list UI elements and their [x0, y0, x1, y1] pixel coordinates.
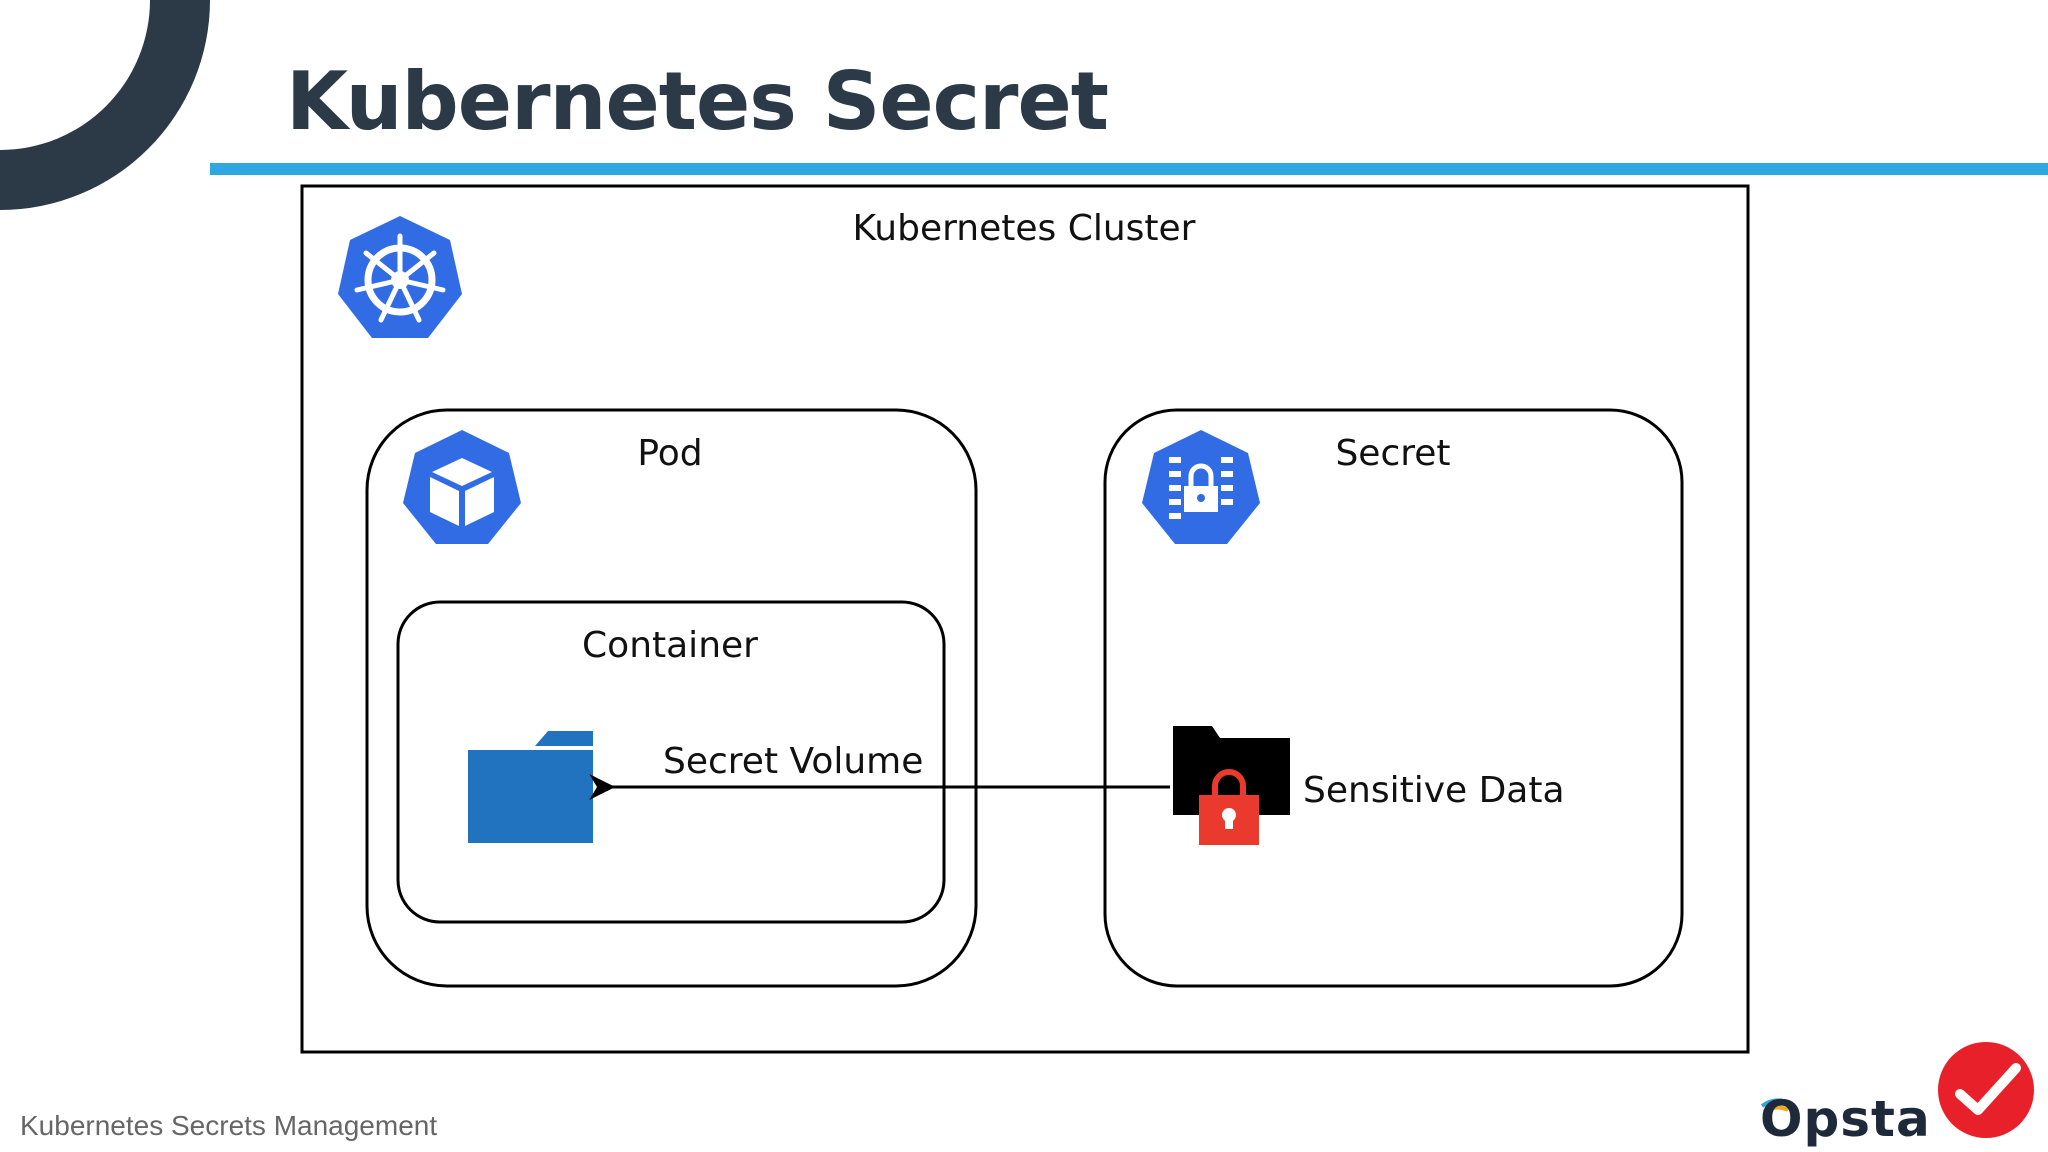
pod-cube-icon: [403, 430, 521, 544]
secret-volume-label: Secret Volume: [663, 741, 923, 782]
title-rule: [210, 163, 2048, 175]
secret-label: Secret: [1335, 433, 1450, 474]
kubernetes-helm-icon: [338, 216, 462, 338]
cluster-label: Kubernetes Cluster: [852, 208, 1195, 249]
folder-icon: [468, 731, 593, 843]
locked-folder-icon: [1173, 726, 1290, 845]
brand-swoosh-icon: [1760, 1098, 1791, 1114]
container-box: [396, 600, 946, 924]
check-badge-icon: [1938, 1042, 2034, 1138]
footer-text: Kubernetes Secrets Management: [20, 1110, 438, 1141]
slide-title: Kubernetes Secret: [286, 55, 1109, 148]
pod-box: [365, 408, 978, 988]
secret-lock-icon: [1142, 430, 1260, 544]
pod-label: Pod: [637, 433, 702, 474]
secret-box: [1103, 408, 1684, 988]
cluster-box: [300, 184, 1750, 1054]
decorative-arc: [0, 0, 210, 210]
container-label: Container: [582, 625, 758, 666]
sensitive-data-label: Sensitive Data: [1303, 770, 1565, 811]
brand-logo-text: Opsta: [1760, 1090, 1931, 1148]
